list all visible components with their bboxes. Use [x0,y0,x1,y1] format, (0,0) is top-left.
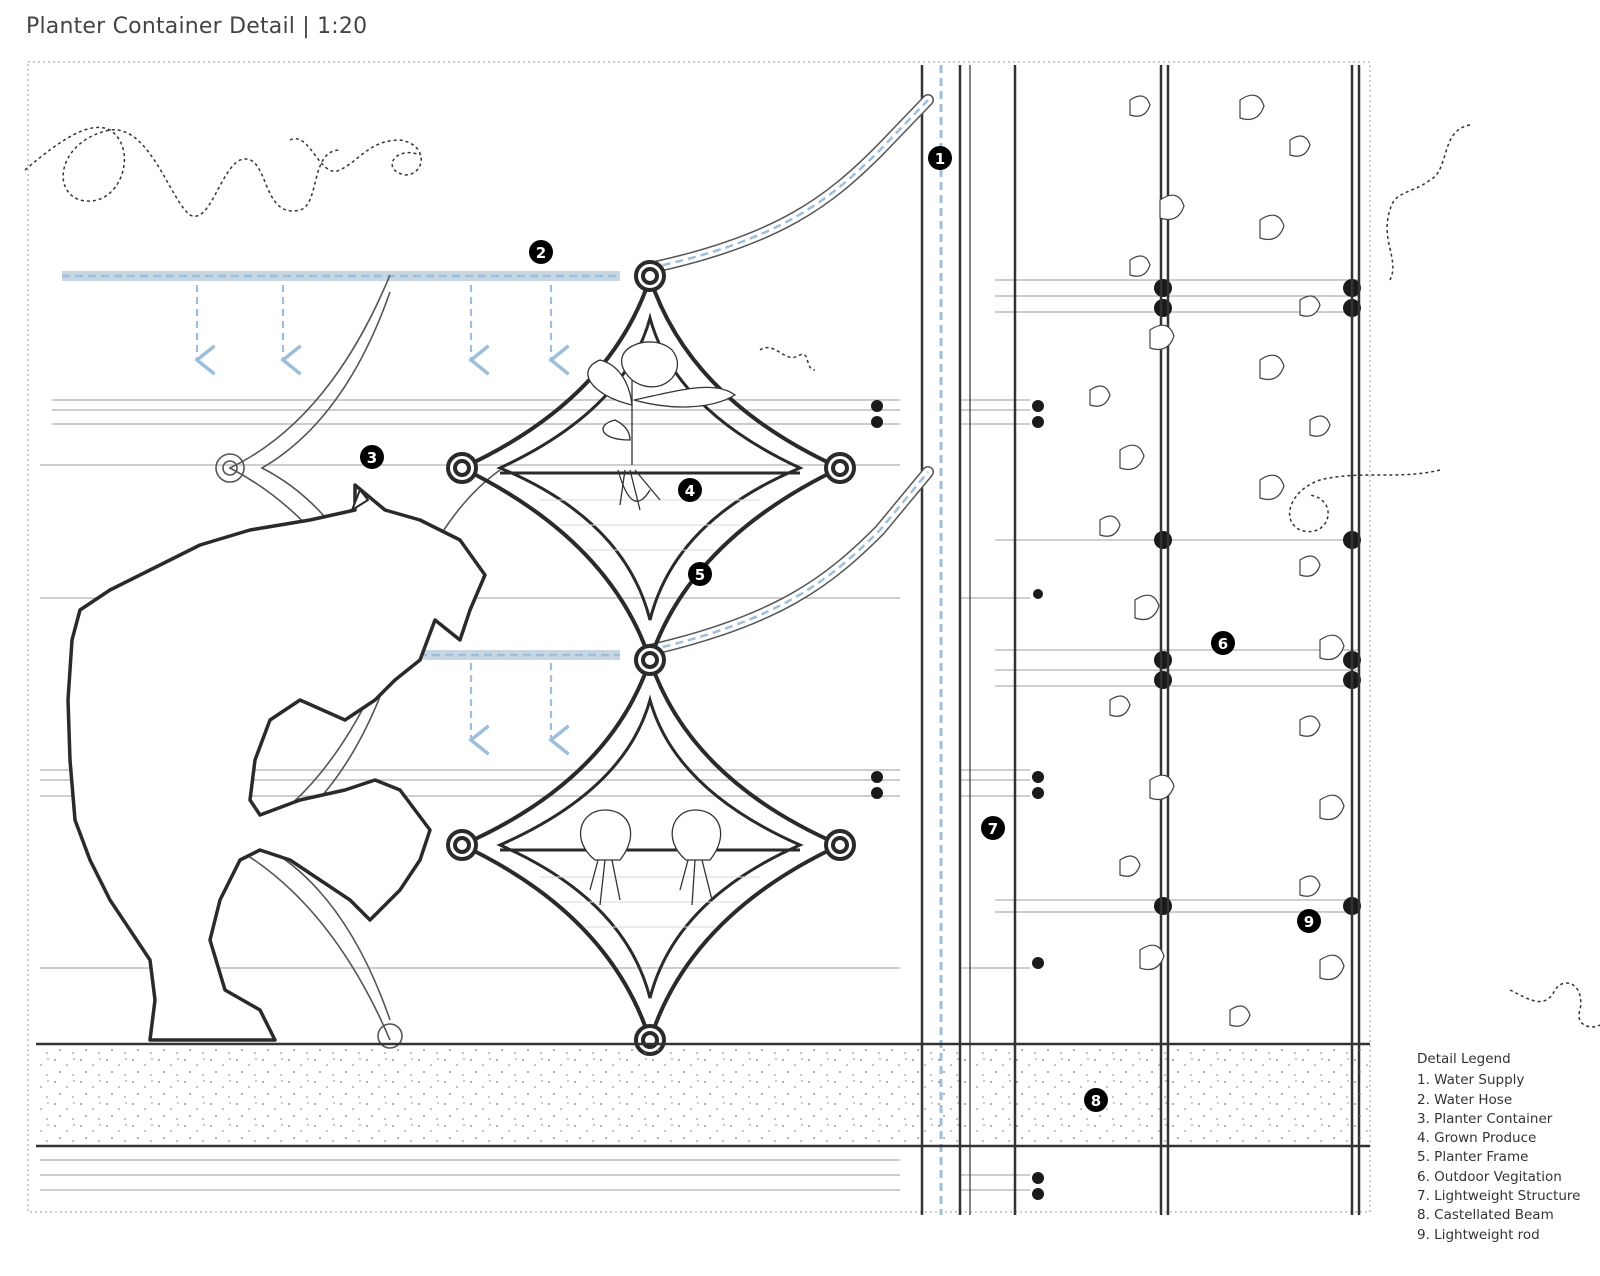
outdoor-vegetation [1089,94,1345,1027]
legend-item-5: 5. Planter Frame [1417,1149,1529,1166]
detail-legend: Detail Legend 1. Water Supply 2. Water H… [1417,1050,1597,1245]
legend-item-8: 8. Castellated Beam [1417,1207,1554,1224]
insect-flight-paths [24,124,1600,1028]
horizontal-framing-lines [40,279,1360,1191]
marker-3: 3 [360,445,384,469]
marker-2: 2 [529,240,553,264]
person-figure [66,483,487,1042]
marker-7: 7 [981,816,1005,840]
svg-text:8: 8 [1091,1092,1101,1110]
drip-arrows [194,285,570,756]
legend-item-1: 1. Water Supply [1417,1072,1525,1089]
marker-4: 4 [678,478,702,502]
water-hoses [62,94,934,660]
svg-text:3: 3 [367,449,377,467]
drawing-title: Planter Container Detail | 1:20 [26,14,368,39]
marker-9: 9 [1297,909,1321,933]
container-water-fill [540,499,760,928]
drawing-frame [27,61,1371,1213]
legend-item-4: 4. Grown Produce [1417,1130,1537,1147]
legend-item-6: 6. Outdoor Vegitation [1417,1168,1562,1185]
marker-8: 8 [1084,1088,1108,1112]
castellated-beam [36,1042,1370,1148]
lightweight-structure [920,65,1361,1215]
svg-text:5: 5 [695,566,705,584]
legend-item-9: 9. Lightweight rod [1417,1226,1540,1243]
marker-5: 5 [688,562,712,586]
svg-text:2: 2 [536,244,546,262]
svg-text:6: 6 [1218,635,1228,653]
marker-1: 1 [928,146,952,170]
grown-produce [579,341,737,906]
svg-text:7: 7 [988,820,998,838]
legend-heading: Detail Legend [1417,1051,1511,1067]
svg-text:9: 9 [1304,913,1314,931]
svg-text:1: 1 [935,150,945,168]
marker-6: 6 [1211,631,1235,655]
planter-frame-lower [446,644,856,1056]
legend-item-7: 7. Lightweight Structure [1417,1188,1581,1205]
legend-item-3: 3. Planter Container [1417,1110,1553,1127]
svg-text:4: 4 [685,482,695,500]
legend-item-2: 2. Water Hose [1417,1091,1513,1108]
